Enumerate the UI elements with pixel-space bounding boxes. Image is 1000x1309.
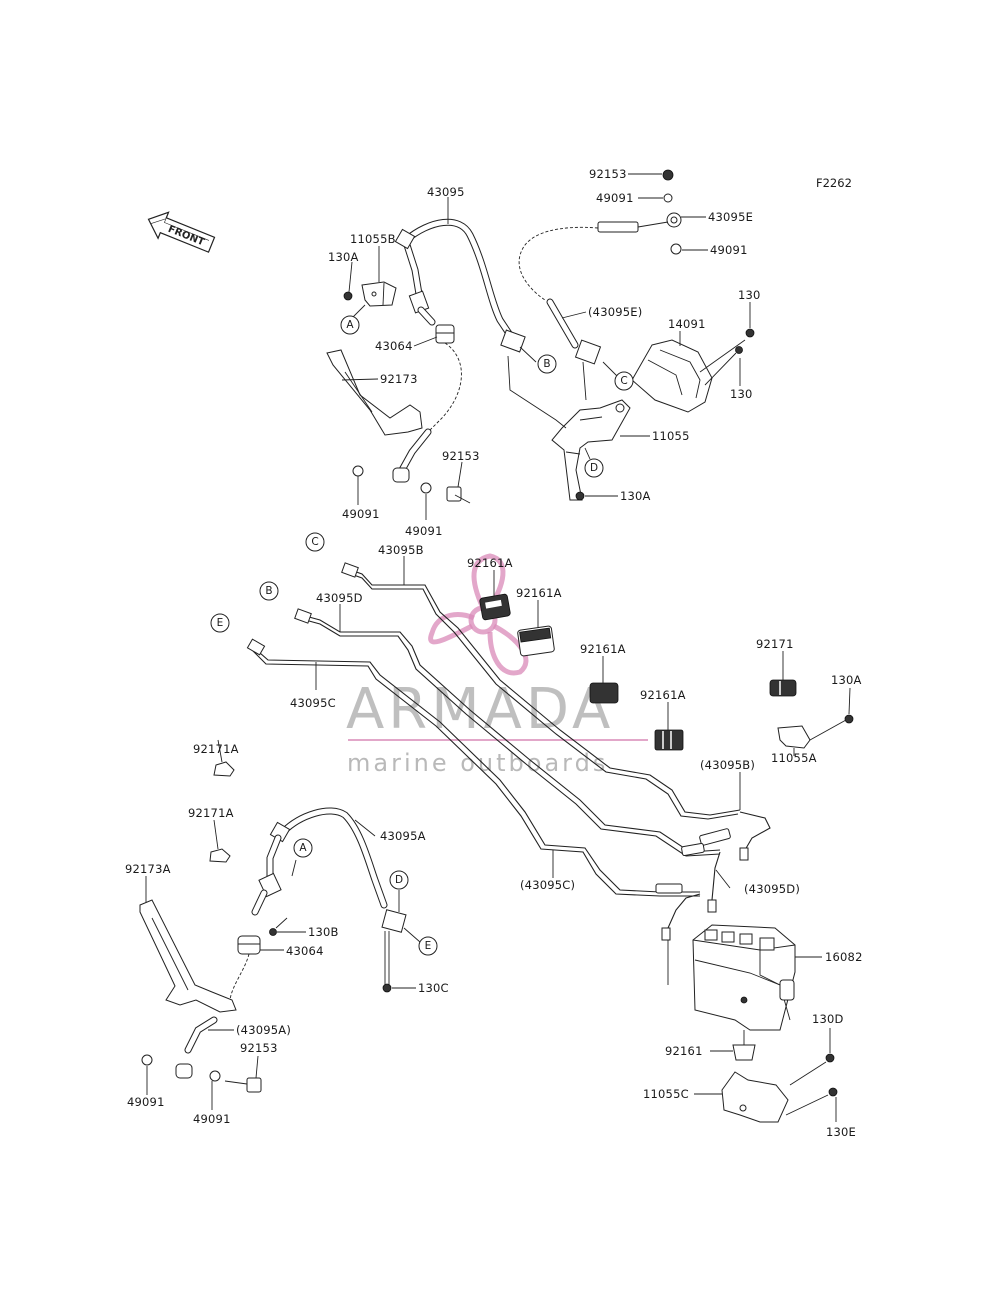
label-11055B: 11055B	[350, 232, 396, 246]
label-49091-b: 49091	[405, 524, 443, 538]
label-130A-mid: 130A	[620, 489, 651, 503]
label-49091-c: 49091	[127, 1095, 165, 1109]
label-43064-bottom: 43064	[286, 944, 324, 958]
label-92171: 92171	[756, 637, 794, 651]
label-92153-mid: 92153	[442, 449, 480, 463]
svg-text:E: E	[425, 940, 432, 952]
pipe-clamps-92161A	[479, 570, 684, 751]
label-43095: 43095	[427, 185, 465, 199]
label-43095D-paren: (43095D)	[744, 882, 800, 896]
svg-text:B: B	[543, 358, 550, 370]
svg-text:D: D	[395, 874, 403, 886]
label-43095B: 43095B	[378, 543, 424, 557]
label-92171A-2: 92171A	[188, 806, 234, 820]
right-bracket-11055A	[769, 651, 854, 756]
label-130-a: 130	[738, 288, 761, 302]
label-43095A-paren: (43095A)	[236, 1023, 291, 1037]
ref-circle-e-mid: E	[210, 613, 230, 633]
svg-text:C: C	[620, 375, 627, 387]
label-43095E: 43095E	[708, 210, 753, 224]
svg-text:B: B	[265, 585, 272, 597]
svg-text:A: A	[346, 319, 354, 331]
front-hose-assembly-top-left	[326, 197, 537, 520]
label-92161A-4: 92161A	[640, 688, 686, 702]
label-130E: 130E	[826, 1125, 856, 1139]
label-92161A-3: 92161A	[580, 642, 626, 656]
ref-circle-c-mid: C	[305, 532, 325, 552]
label-49091-d: 49091	[193, 1112, 231, 1126]
label-43095B-paren: (43095B)	[700, 758, 755, 772]
watermark-tagline: marine outboards	[347, 749, 608, 777]
figure-code: F2262	[816, 176, 852, 190]
watermark: ARMADA marine outboards	[346, 553, 648, 777]
label-49091-top2: 49091	[710, 243, 748, 257]
ref-circle-c-top: C	[614, 371, 634, 391]
front-arrow-icon: FRONT	[147, 211, 216, 253]
label-14091: 14091	[668, 317, 706, 331]
ref-circle-d-low: D	[389, 870, 409, 890]
label-130C: 130C	[418, 981, 449, 995]
label-43095C-paren: (43095C)	[520, 878, 575, 892]
label-92161A-1: 92161A	[467, 556, 513, 570]
label-92173A: 92173A	[125, 862, 171, 876]
svg-text:A: A	[299, 842, 307, 854]
svg-text:E: E	[217, 617, 224, 629]
label-43095E-paren: (43095E)	[588, 305, 642, 319]
label-43095A: 43095A	[380, 829, 426, 843]
front-hose-assembly-lower-left	[139, 739, 421, 1110]
ref-circle-b-mid: B	[259, 581, 279, 601]
ref-circle-e-low: E	[418, 936, 438, 956]
label-43095D: 43095D	[316, 591, 363, 605]
label-92161: 92161	[665, 1044, 703, 1058]
label-92171A-1: 92171A	[193, 742, 239, 756]
watermark-brand: ARMADA	[346, 677, 614, 742]
ref-circle-b-top: B	[537, 354, 557, 374]
label-49091-top1: 49091	[596, 191, 634, 205]
part-labels: 43095 11055B 130A 43064 92173 49091 4909…	[125, 167, 863, 1139]
label-43064-top: 43064	[375, 339, 413, 353]
label-92173: 92173	[380, 372, 418, 386]
label-130A-right: 130A	[831, 673, 862, 687]
label-49091-a: 49091	[342, 507, 380, 521]
label-92161A-2: 92161A	[516, 586, 562, 600]
abs-hydraulic-unit	[667, 924, 838, 1123]
label-130B: 130B	[308, 925, 339, 939]
label-130A-top-left: 130A	[328, 250, 359, 264]
label-11055: 11055	[652, 429, 690, 443]
label-16082: 16082	[825, 950, 863, 964]
label-130-b: 130	[730, 387, 753, 401]
rear-hose-assembly-top-right	[507, 169, 755, 501]
svg-text:C: C	[311, 536, 318, 548]
propeller-logo-icon	[428, 553, 529, 676]
brake-pipes-middle	[246, 556, 771, 941]
ref-circle-d-top: D	[584, 458, 604, 478]
label-92153-top: 92153	[589, 167, 627, 181]
label-130D: 130D	[812, 1012, 844, 1026]
reference-circles: A B C D C B E A D E	[210, 315, 634, 956]
ref-circle-a-top: A	[340, 315, 360, 335]
label-43095C: 43095C	[290, 696, 336, 710]
label-11055C: 11055C	[643, 1087, 689, 1101]
ref-circle-a-low: A	[293, 838, 313, 858]
svg-text:D: D	[590, 462, 598, 474]
label-11055A: 11055A	[771, 751, 817, 765]
label-92153-bottom: 92153	[240, 1041, 278, 1055]
